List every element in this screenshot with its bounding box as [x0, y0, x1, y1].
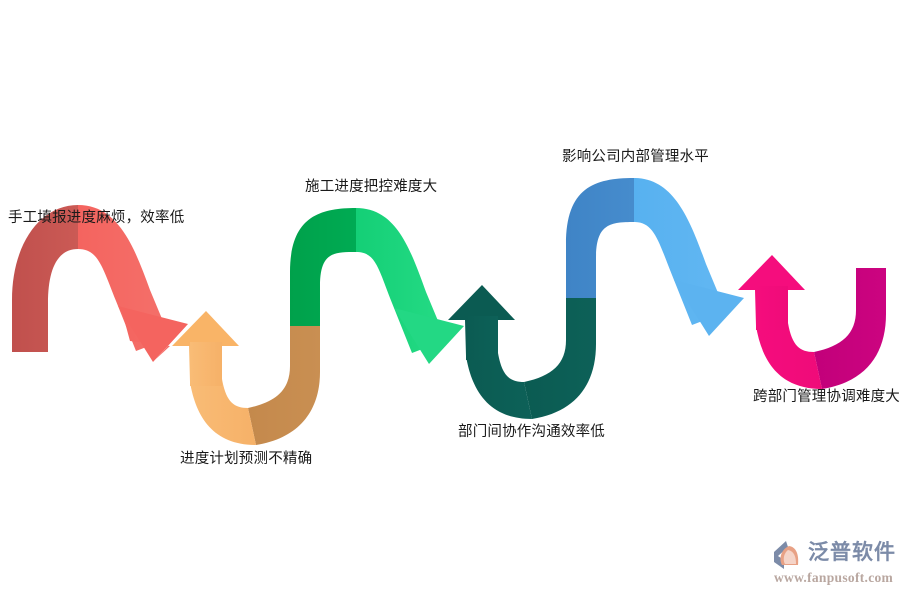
pink-valley-right-band: [814, 268, 886, 389]
orange-valley-right-band: [248, 326, 320, 445]
brand-logo: 泛普软件 www.fanpusoft.com: [772, 538, 895, 590]
segment-teal-valley: [448, 285, 596, 419]
logo-company-name: 泛普软件: [808, 541, 896, 564]
red-arch-left-band: [12, 205, 78, 352]
wave-label-6: 跨部门管理协调难度大: [753, 389, 900, 405]
segment-green-arch: [290, 208, 464, 364]
segment-orange-valley: [172, 311, 320, 445]
orange-arrowhead-up: [172, 311, 239, 346]
fanpu-swoosh-icon: [774, 541, 799, 569]
green-arrowhead-down: [394, 308, 464, 364]
wave-label-2: 进度计划预测不精确: [180, 451, 313, 467]
green-arch-left-band: [290, 208, 356, 326]
segment-pink-valley: [738, 255, 886, 389]
logo-website-url: www.fanpusoft.com: [774, 570, 894, 585]
wave-label-3: 施工进度把控难度大: [305, 179, 438, 195]
orange-arrow-stem: [190, 342, 222, 386]
segment-red-arch: [12, 205, 188, 362]
wave-label-1: 手工填报进度麻烦，效率低: [8, 210, 185, 226]
wave-label-4: 部门间协作沟通效率低: [458, 424, 605, 440]
teal-arrowhead-up: [448, 285, 515, 320]
blue-arch-left-band: [566, 178, 634, 298]
teal-valley-right-band: [524, 298, 596, 419]
pink-arrowhead-up: [738, 255, 805, 290]
pink-arrow-stem: [756, 286, 788, 330]
blue-arrowhead-down: [674, 280, 744, 336]
teal-arrow-stem: [466, 316, 498, 360]
wave-label-5: 影响公司内部管理水平: [562, 149, 709, 165]
segment-blue-arch: [566, 178, 744, 336]
red-arrowhead-down-solid: [118, 306, 188, 362]
